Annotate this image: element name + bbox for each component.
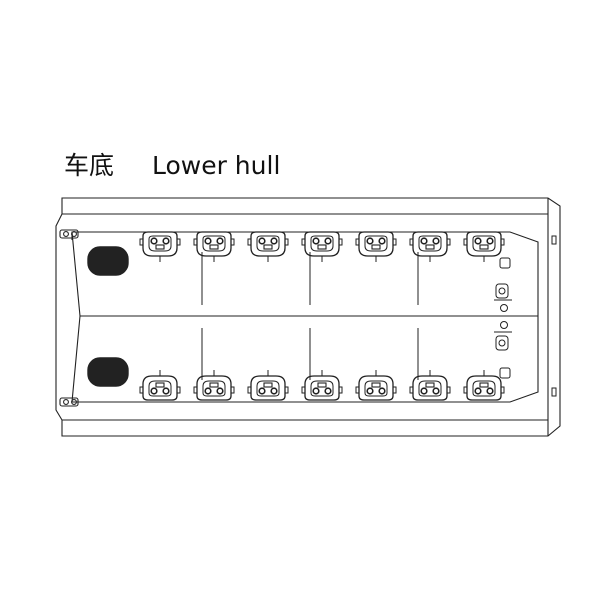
road-wheel-icon <box>139 370 181 401</box>
road-wheel-icon <box>355 231 397 262</box>
road-wheel-icon <box>409 370 451 401</box>
rear-bracket-icon <box>499 257 511 269</box>
rear-bolt-icon <box>500 321 508 329</box>
title-english: Lower hull <box>151 151 281 180</box>
road-wheels-bottom <box>139 370 505 401</box>
rear-bolt-icon <box>500 304 508 312</box>
rear-fittings <box>494 235 557 397</box>
engine-grille-icon <box>87 357 129 387</box>
road-wheel-icon <box>247 370 289 401</box>
road-wheel-icon <box>193 370 235 401</box>
engine-grille-icon <box>87 246 129 276</box>
page-title: 车底 Lower hull <box>64 146 280 182</box>
rear-mount-icon <box>495 283 509 299</box>
torsion-bars <box>201 252 419 380</box>
floor-plate <box>71 231 539 403</box>
road-wheel-icon <box>301 370 343 401</box>
road-wheels-top <box>139 231 505 262</box>
road-wheel-icon <box>463 231 505 262</box>
rear-hatch <box>551 387 557 397</box>
front-bracket-bottom <box>59 397 79 407</box>
title-chinese: 车底 <box>64 151 115 180</box>
road-wheel-icon <box>301 231 343 262</box>
road-wheel-icon <box>355 370 397 401</box>
rear-mount-icon <box>495 335 509 351</box>
road-wheel-icon <box>193 231 235 262</box>
rear-hatch <box>551 235 557 245</box>
front-bracket-top <box>59 229 79 239</box>
road-wheel-icon <box>409 231 451 262</box>
rear-bracket-icon <box>499 367 511 379</box>
road-wheel-icon <box>463 370 505 401</box>
road-wheel-icon <box>247 231 289 262</box>
road-wheel-icon <box>139 231 181 262</box>
hull-outline <box>55 197 561 437</box>
